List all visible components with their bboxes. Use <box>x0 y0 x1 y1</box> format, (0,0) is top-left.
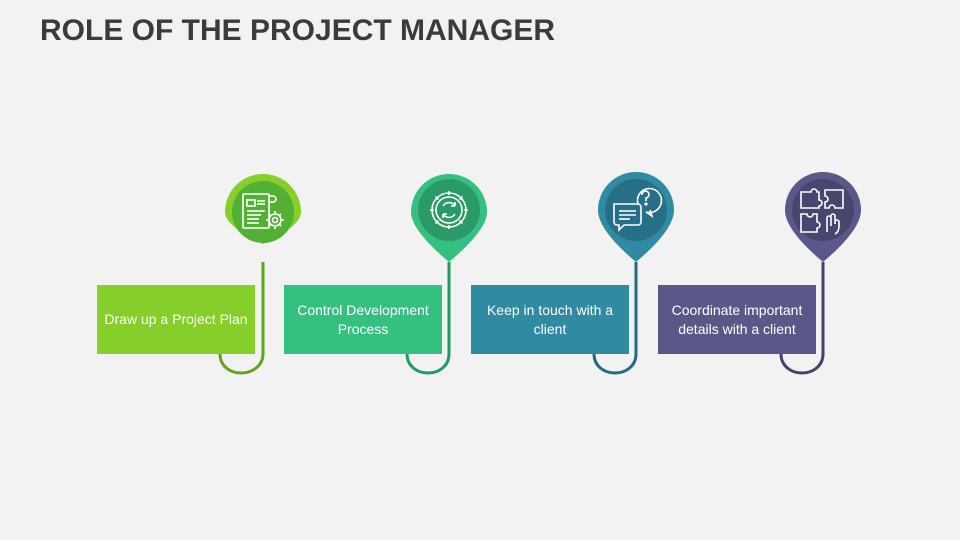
step-box: Control Development Process <box>284 285 442 354</box>
step-label: Coordinate important details with a clie… <box>671 301 803 337</box>
step-box: Draw up a Project Plan <box>97 285 255 354</box>
project-plan-icon <box>242 193 284 229</box>
step-box: Keep in touch with a client <box>471 285 629 354</box>
step-label: Control Development Process <box>297 301 429 337</box>
step-label: Keep in touch with a client <box>486 301 614 337</box>
gear-cycle-icon <box>430 191 468 229</box>
step-box: Coordinate important details with a clie… <box>658 285 816 354</box>
puzzle-hand-icon <box>800 188 844 235</box>
page-title: ROLE OF THE PROJECT MANAGER <box>40 14 556 47</box>
chat-question-icon <box>613 187 663 232</box>
step-label: Draw up a Project Plan <box>104 311 248 327</box>
